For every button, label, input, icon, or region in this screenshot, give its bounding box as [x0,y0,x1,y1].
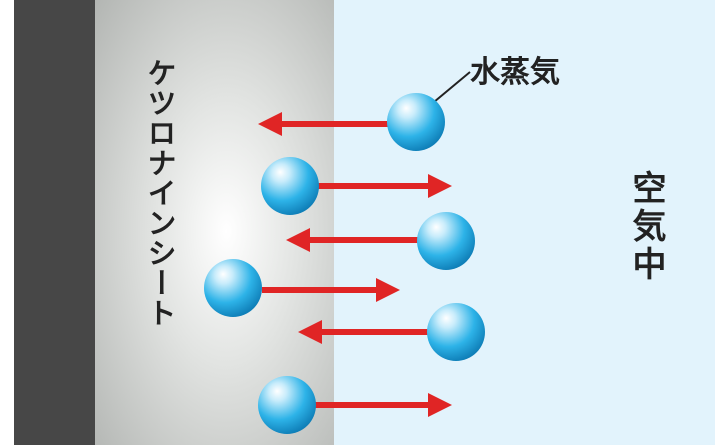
wall [14,0,95,445]
vapor-molecule [387,93,445,151]
arrows [258,112,452,417]
vapor-label: 水蒸気 [470,55,560,90]
vapor-molecule [204,259,262,317]
air-region [334,0,715,445]
vapor-molecule [417,212,475,270]
vapor-molecule [258,376,316,434]
air-label: 空気中 [626,170,666,284]
sheet-region [95,0,334,445]
molecules [204,93,485,434]
sheet-label: ケツロナインシート [143,58,177,328]
vapor-molecule [427,303,485,361]
vapor-molecule [261,157,319,215]
